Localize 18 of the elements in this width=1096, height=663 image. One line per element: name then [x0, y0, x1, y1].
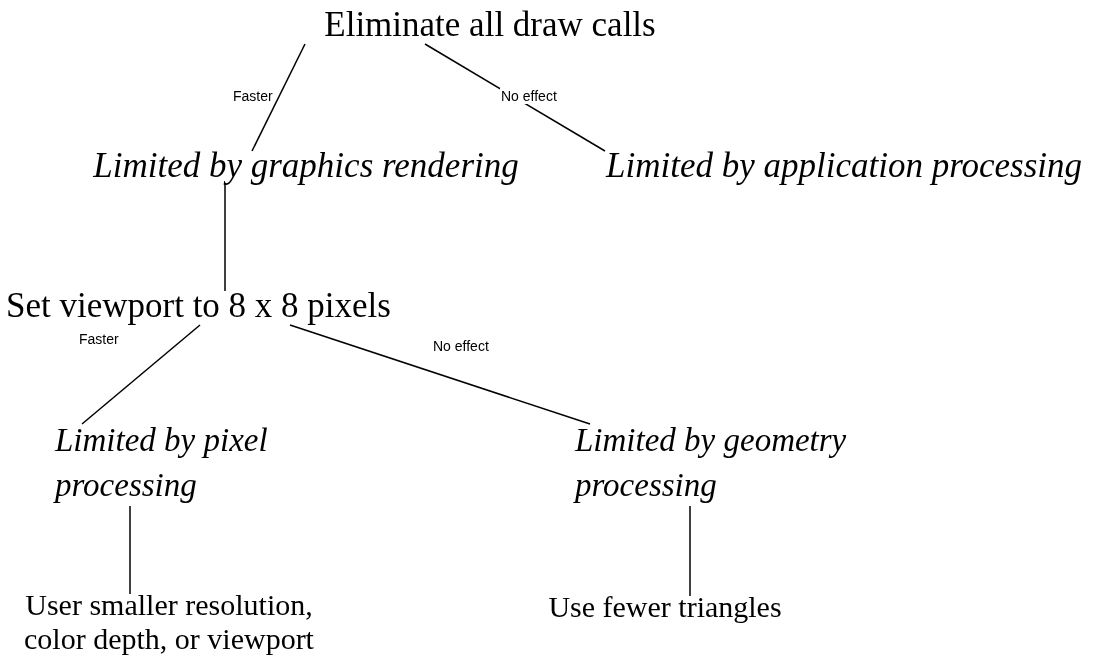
connector-line [251, 43, 306, 152]
connector-line [129, 505, 131, 595]
node-label: Limited by application processing [594, 145, 1094, 187]
node-label: Set viewport to 8 x 8 pixels [6, 285, 426, 327]
node-label: Use fewer triangles [540, 590, 790, 624]
node-label: Limited by pixel processing [55, 418, 325, 508]
node-label: Limited by geometry processing [575, 418, 895, 508]
edge-label: Faster [232, 88, 274, 104]
node-label: User smaller resolution, color depth, or viewport [14, 588, 324, 656]
connector-line [224, 184, 226, 292]
edge-label: No effect [500, 88, 558, 104]
connector-line [689, 505, 691, 597]
connector-line [289, 324, 591, 425]
node-label: Eliminate all draw calls [310, 4, 670, 46]
edge-label: No effect [432, 338, 490, 354]
edge-label: Faster [78, 331, 120, 347]
connector-line [81, 324, 201, 425]
node-label: Limited by graphics rendering [82, 145, 530, 187]
